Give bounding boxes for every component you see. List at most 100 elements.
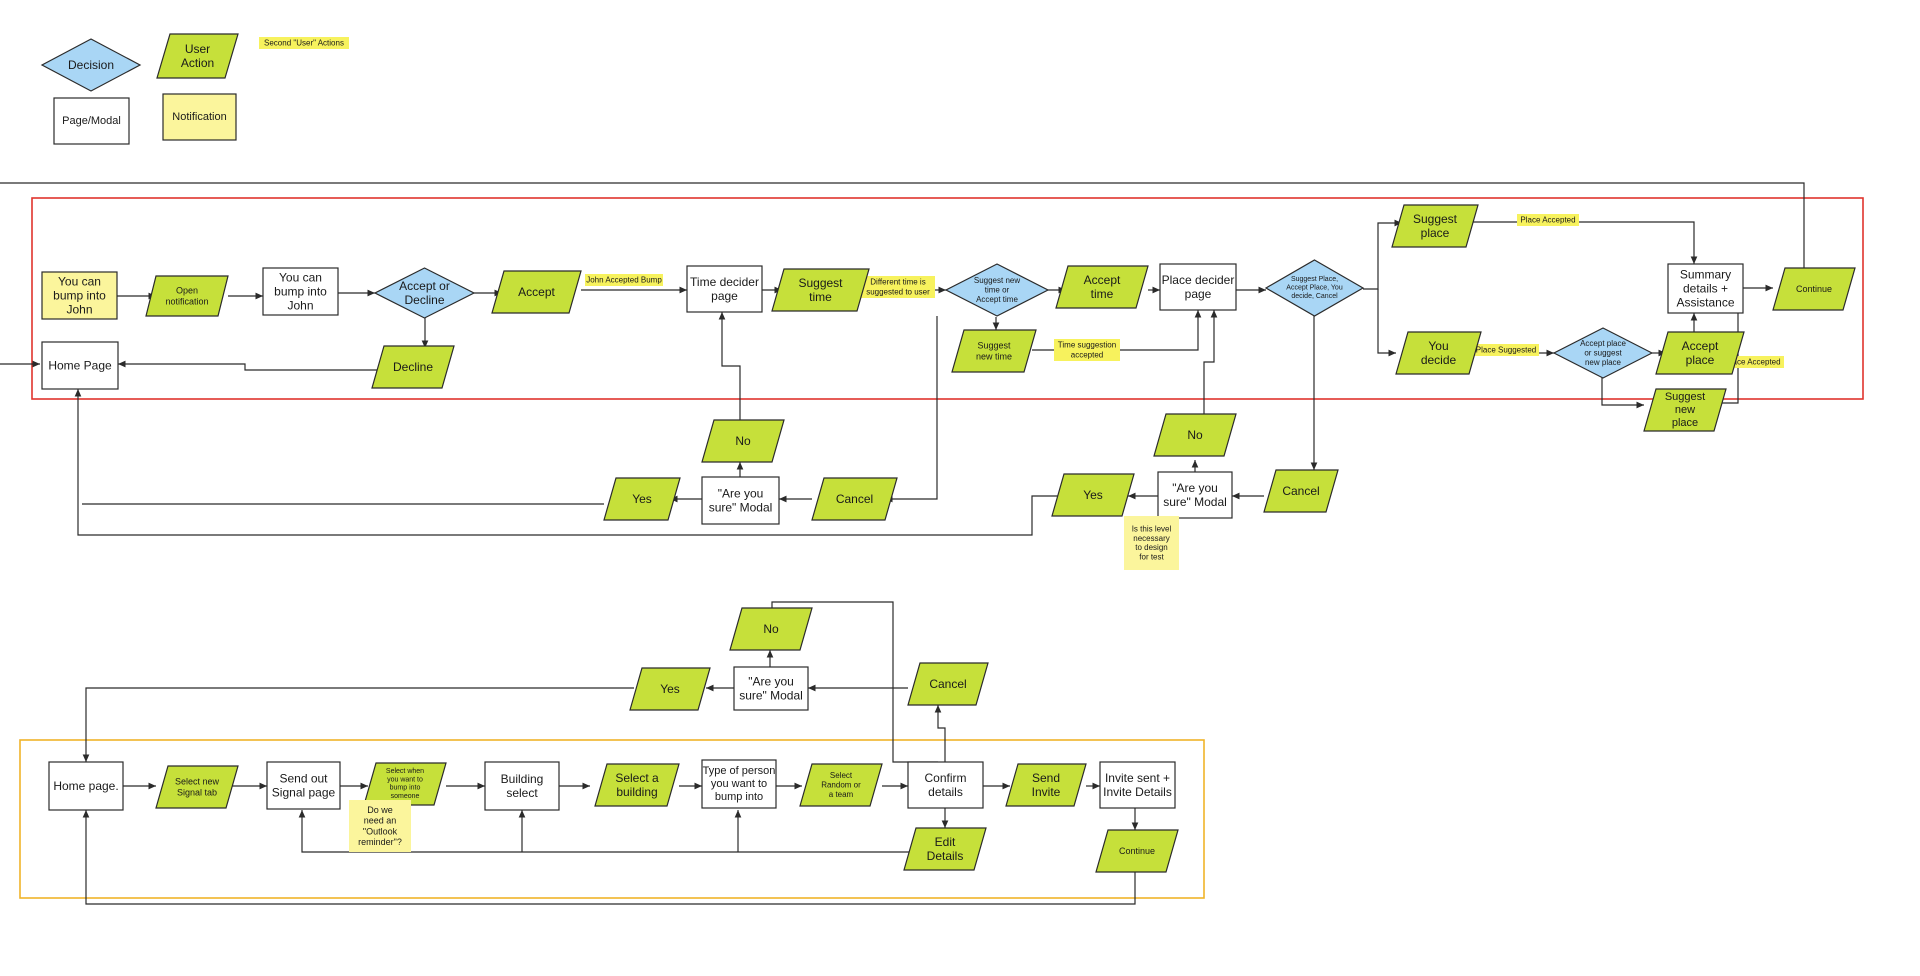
home-page-2-text: Home page. xyxy=(53,779,118,793)
no-action-1[interactable]: No xyxy=(701,419,785,463)
legend-second-user-actions-text: Second "User" Actions xyxy=(264,39,344,48)
legend-notification: Notification xyxy=(162,93,237,141)
type-of-person-page-text: Type of person xyxy=(703,765,776,777)
place-decider-page-text: Place decider xyxy=(1162,273,1235,287)
sticky-note-outlook-reminder-text: need an xyxy=(364,816,397,826)
label-place-accepted-right: Place Accepted xyxy=(1722,356,1784,368)
sticky-note-level-necessary-text: necessary xyxy=(1133,534,1169,543)
invite-sent-page-text: Invite Details xyxy=(1103,785,1172,799)
sticky-note-level-necessary-text: Is this level xyxy=(1132,524,1172,533)
select-when-action-text: someone xyxy=(391,793,420,800)
label-place-accepted-right-text: Place Accepted xyxy=(1725,358,1780,367)
yes-action-3-text: Yes xyxy=(660,682,680,696)
send-out-signal-page-text: Signal page xyxy=(272,786,336,800)
suggest-new-time-action-text: new time xyxy=(976,351,1012,361)
edge-yes-2-to-home xyxy=(74,389,1068,536)
continue-action-text: Continue xyxy=(1119,846,1155,856)
yes-action-1-text: Yes xyxy=(632,492,652,506)
edge-no-2-to-place-page xyxy=(1203,310,1218,414)
cancel-action-1-text: Cancel xyxy=(836,492,873,506)
yes-action-2[interactable]: Yes xyxy=(1051,473,1135,517)
label-different-time-text: suggested to user xyxy=(866,288,930,297)
notification-bump-into-john-text: bump into xyxy=(53,289,106,303)
sticky-note-outlook-reminder-text: "Outlook xyxy=(363,826,398,836)
label-place-accepted-top-text: Place Accepted xyxy=(1520,216,1575,225)
suggest-place-action-text: Suggest xyxy=(1413,212,1458,226)
decline-action[interactable]: Decline xyxy=(371,345,455,389)
building-select-page-text: Building xyxy=(501,772,544,786)
select-building-action-text: Select a xyxy=(615,771,659,785)
edge-confirm-to-cancel xyxy=(934,705,946,762)
cancel-action-1[interactable]: Cancel xyxy=(811,477,898,521)
notification-bump-into-john-text: You can xyxy=(58,274,101,288)
page-bump-into-john-text: bump into xyxy=(274,285,327,299)
edge-suggest-place-to-summary xyxy=(1468,221,1698,264)
accept-place-action-text: place xyxy=(1686,353,1715,367)
decision-accept-place-text: or suggest xyxy=(1584,349,1622,358)
label-place-accepted-top: Place Accepted xyxy=(1517,214,1579,226)
decision-accept-place-text: new place xyxy=(1585,358,1622,367)
continue-top-action[interactable]: Continue xyxy=(1772,267,1856,311)
select-signal-tab-action-text: Signal tab xyxy=(177,787,217,797)
edge-yes3-to-home2 xyxy=(82,687,634,762)
continue-top-action-text: Continue xyxy=(1796,284,1832,294)
edit-details-action-text: Edit xyxy=(935,835,956,849)
cancel-action-3[interactable]: Cancel xyxy=(907,662,989,706)
are-you-sure-modal-1-text: sure" Modal xyxy=(709,501,773,515)
select-building-action-text: building xyxy=(616,785,657,799)
decision-suggest-new-time-text: Suggest new xyxy=(974,276,1020,285)
select-when-action-text: Select when xyxy=(386,768,424,775)
edge-continue-to-home2 xyxy=(82,810,1136,905)
label-place-suggested: Place Suggested xyxy=(1473,344,1539,356)
cancel-action-3-text: Cancel xyxy=(929,677,966,691)
legend-decision-text: Decision xyxy=(68,58,114,72)
send-out-signal-page-text: Send out xyxy=(279,771,328,785)
sticky-note-outlook-reminder-text: Do we xyxy=(367,805,393,815)
are-you-sure-modal-1-text: "Are you xyxy=(718,486,764,500)
edge-edit-to-return xyxy=(298,810,912,853)
accept-action[interactable]: Accept xyxy=(491,270,582,314)
no-action-3[interactable]: No xyxy=(729,607,813,651)
summary-details-page-text: details + xyxy=(1683,282,1728,296)
edge-decision-to-suggest-new-place xyxy=(1601,377,1644,409)
yes-action-3[interactable]: Yes xyxy=(629,667,711,711)
page-bump-into-john-text: John xyxy=(287,299,313,313)
legend-page-modal: Page/Modal xyxy=(53,97,130,145)
legend-user-action-text: Action xyxy=(181,56,214,70)
suggest-new-time-action-text: Suggest xyxy=(977,341,1011,351)
home-page-2: Home page. xyxy=(48,761,124,811)
cancel-action-2[interactable]: Cancel xyxy=(1263,469,1339,513)
select-random-action-text: Random or xyxy=(821,781,861,790)
decline-action-text: Decline xyxy=(393,360,433,374)
invite-sent-page: Invite sent +Invite Details xyxy=(1099,761,1176,809)
select-when-action-text: bump into xyxy=(390,785,421,792)
yes-action-1[interactable]: Yes xyxy=(603,477,681,521)
continue-action[interactable]: Continue xyxy=(1095,829,1179,873)
accept-time-action-text: time xyxy=(1091,287,1114,301)
no-action-2[interactable]: No xyxy=(1153,413,1237,457)
cancel-action-2-text: Cancel xyxy=(1282,484,1319,498)
